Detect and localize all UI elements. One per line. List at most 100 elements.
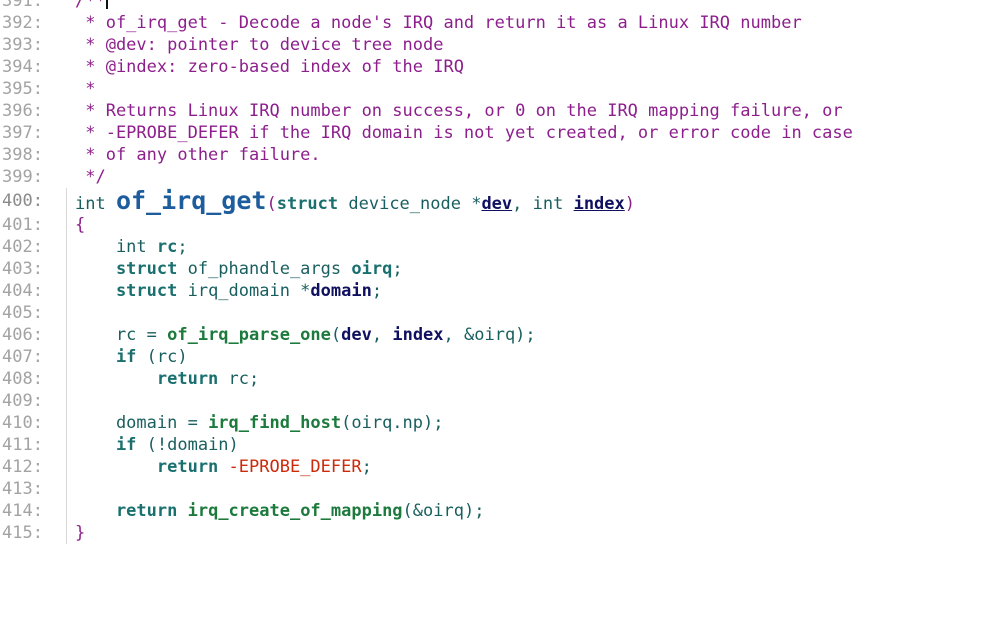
code-content: if (rc) bbox=[75, 346, 188, 368]
line-number: 405: bbox=[2, 303, 43, 323]
code-line[interactable]: 402: int rc; bbox=[0, 236, 994, 258]
line-number: 407: bbox=[2, 347, 43, 367]
line-number: 409: bbox=[2, 391, 43, 411]
line-number: 399: bbox=[2, 167, 43, 187]
code-line[interactable]: 415: } bbox=[0, 522, 994, 544]
line-number: 394: bbox=[2, 57, 43, 77]
line-number: 395: bbox=[2, 79, 43, 99]
comment-text: * -EPROBE_DEFER if the IRQ domain is not… bbox=[75, 123, 853, 143]
line-number: 401: bbox=[2, 215, 43, 235]
code-line[interactable]: 407: if (rc) bbox=[0, 346, 994, 368]
code-content: return rc; bbox=[75, 368, 259, 390]
comment-text: * bbox=[75, 79, 96, 99]
code-line[interactable]: 391: /** bbox=[0, 0, 994, 12]
brace: } bbox=[75, 523, 86, 543]
line-number: 411: bbox=[2, 435, 43, 455]
condition: (rc) bbox=[136, 347, 188, 367]
code-line[interactable]: 409: bbox=[0, 390, 994, 412]
function-call[interactable]: of_irq_parse_one bbox=[167, 325, 331, 345]
semicolon: ; bbox=[392, 259, 403, 279]
comma: , bbox=[371, 325, 393, 345]
code-line[interactable]: 404: struct irq_domain *domain; bbox=[0, 280, 994, 302]
line-number: 392: bbox=[2, 13, 43, 33]
line-number: 396: bbox=[2, 101, 43, 121]
function-call[interactable]: irq_find_host bbox=[208, 413, 342, 433]
argument[interactable]: dev bbox=[341, 325, 372, 345]
line-number: 403: bbox=[2, 259, 43, 279]
comment-text: */ bbox=[75, 167, 106, 187]
param-type: , int bbox=[512, 194, 574, 214]
paren: ) bbox=[624, 194, 636, 214]
condition: (!domain) bbox=[136, 435, 239, 455]
code-line[interactable]: 394: * @index: zero-based index of the I… bbox=[0, 56, 994, 78]
code-line[interactable]: 412: return -EPROBE_DEFER; bbox=[0, 456, 994, 478]
variable[interactable]: oirq bbox=[351, 259, 393, 279]
code-line[interactable]: 397: * -EPROBE_DEFER if the IRQ domain i… bbox=[0, 122, 994, 144]
code-line[interactable]: 405: bbox=[0, 302, 994, 324]
code-content: struct of_phandle_args oirq; bbox=[75, 258, 403, 280]
fold-gutter-marker bbox=[66, 390, 67, 412]
param-type: device_node * bbox=[338, 194, 482, 214]
semicolon: ; bbox=[177, 237, 188, 257]
function-signature-line[interactable]: 400: int of_irq_get(struct device_node *… bbox=[0, 188, 994, 214]
code-line[interactable]: 414: return irq_create_of_mapping(&oirq)… bbox=[0, 500, 994, 522]
code-line[interactable]: 395: * bbox=[0, 78, 994, 100]
line-number: 397: bbox=[2, 123, 43, 143]
function-name[interactable]: of_irq_get bbox=[115, 186, 267, 215]
line-number: 406: bbox=[2, 325, 43, 345]
assignment: rc = bbox=[75, 325, 168, 345]
param-index[interactable]: index bbox=[573, 194, 625, 214]
fold-gutter-marker bbox=[66, 434, 67, 456]
fold-gutter-marker bbox=[66, 188, 67, 214]
paren: ( bbox=[330, 325, 342, 345]
semicolon: ; bbox=[371, 281, 383, 301]
line-number: 393: bbox=[2, 35, 43, 55]
code-line[interactable]: 401: { bbox=[0, 214, 994, 236]
code-line[interactable]: 413: bbox=[0, 478, 994, 500]
fold-gutter-marker bbox=[66, 258, 67, 280]
line-number: 415: bbox=[2, 523, 43, 543]
variable[interactable]: rc bbox=[156, 237, 178, 257]
code-line[interactable]: 392: * of_irq_get - Decode a node's IRQ … bbox=[0, 12, 994, 34]
line-number: 408: bbox=[2, 369, 43, 389]
code-line[interactable]: 398: * of any other failure. bbox=[0, 144, 994, 166]
fold-gutter-marker bbox=[66, 478, 67, 500]
code-content: rc = of_irq_parse_one(dev, index, &oirq)… bbox=[75, 324, 536, 346]
param-dev[interactable]: dev bbox=[481, 194, 513, 214]
keyword: struct bbox=[75, 259, 178, 279]
code-content: if (!domain) bbox=[75, 434, 239, 456]
line-number: 404: bbox=[2, 281, 43, 301]
argument[interactable]: index bbox=[392, 325, 444, 345]
error-constant[interactable]: -EPROBE_DEFER bbox=[218, 457, 362, 477]
code-line[interactable]: 410: domain = irq_find_host(oirq.np); bbox=[0, 412, 994, 434]
return-value: rc; bbox=[218, 369, 260, 389]
fold-gutter-marker bbox=[66, 412, 67, 434]
keyword: struct bbox=[276, 194, 339, 214]
line-number: 410: bbox=[2, 413, 43, 433]
code-content: domain = irq_find_host(oirq.np); bbox=[75, 412, 444, 434]
code-content: int rc; bbox=[75, 236, 188, 258]
code-content: return irq_create_of_mapping(&oirq); bbox=[75, 500, 485, 522]
comment-text: /** bbox=[75, 0, 108, 12]
code-line[interactable]: 403: struct of_phandle_args oirq; bbox=[0, 258, 994, 280]
function-call[interactable]: irq_create_of_mapping bbox=[187, 501, 403, 521]
code-line[interactable]: 396: * Returns Linux IRQ number on succe… bbox=[0, 100, 994, 122]
code-line[interactable]: 393: * @dev: pointer to device tree node bbox=[0, 34, 994, 56]
code-editor[interactable]: 391: /** 392: * of_irq_get - Decode a no… bbox=[0, 0, 994, 544]
comment-text: * @dev: pointer to device tree node bbox=[75, 35, 444, 55]
code-line[interactable]: 399: */ bbox=[0, 166, 994, 188]
code-line[interactable]: 411: if (!domain) bbox=[0, 434, 994, 456]
return-type: int bbox=[75, 194, 116, 214]
fold-gutter-marker bbox=[66, 302, 67, 324]
code-line[interactable]: 406: rc = of_irq_parse_one(dev, index, &… bbox=[0, 324, 994, 346]
arguments: (oirq.np); bbox=[341, 413, 444, 433]
keyword: return bbox=[75, 501, 178, 521]
arguments: (&oirq); bbox=[402, 501, 485, 521]
type: int bbox=[75, 237, 157, 257]
code-line[interactable]: 408: return rc; bbox=[0, 368, 994, 390]
line-number: 414: bbox=[2, 501, 43, 521]
fold-gutter-marker bbox=[66, 324, 67, 346]
comment-text: * @index: zero-based index of the IRQ bbox=[75, 57, 464, 77]
variable[interactable]: domain bbox=[310, 281, 372, 301]
fold-gutter-marker bbox=[66, 522, 67, 544]
